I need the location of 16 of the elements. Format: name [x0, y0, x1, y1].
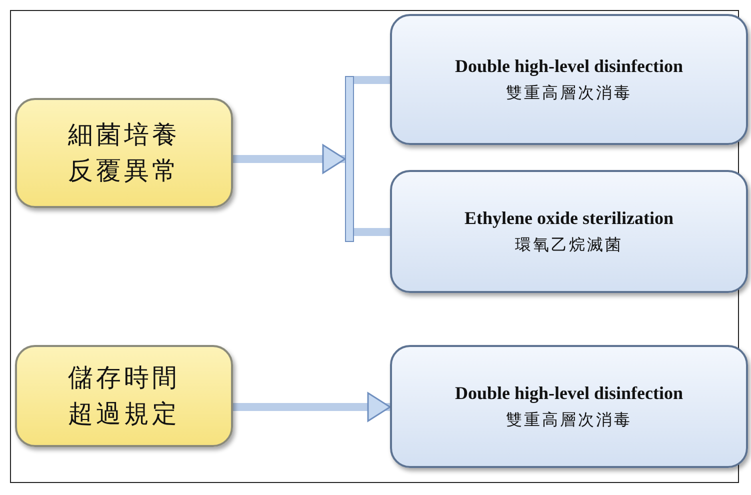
bracket: [345, 76, 354, 242]
method-chinese-text: 雙重高層次消毒: [506, 410, 632, 430]
method-text: Double high-level disinfection: [454, 56, 683, 76]
cause-box: [15, 98, 233, 208]
method-text: Double high-level disinfection: [454, 382, 683, 404]
cause-text: 儲存時間超過規定: [67, 362, 181, 430]
cause-text: 細菌培養反覆異常: [67, 118, 181, 187]
method-chinese-text: 雙重高層次消毒: [506, 82, 632, 104]
connector-arrow: [233, 392, 391, 422]
method-chinese-text: 環氧乙烷滅菌: [515, 234, 623, 256]
connector-arrow: [233, 144, 346, 174]
method-text: Ethylene oxide sterilization: [464, 208, 674, 228]
cause-box: [15, 345, 233, 447]
action-box: [390, 14, 748, 145]
action-box: [390, 345, 748, 468]
action-box: [390, 170, 748, 293]
